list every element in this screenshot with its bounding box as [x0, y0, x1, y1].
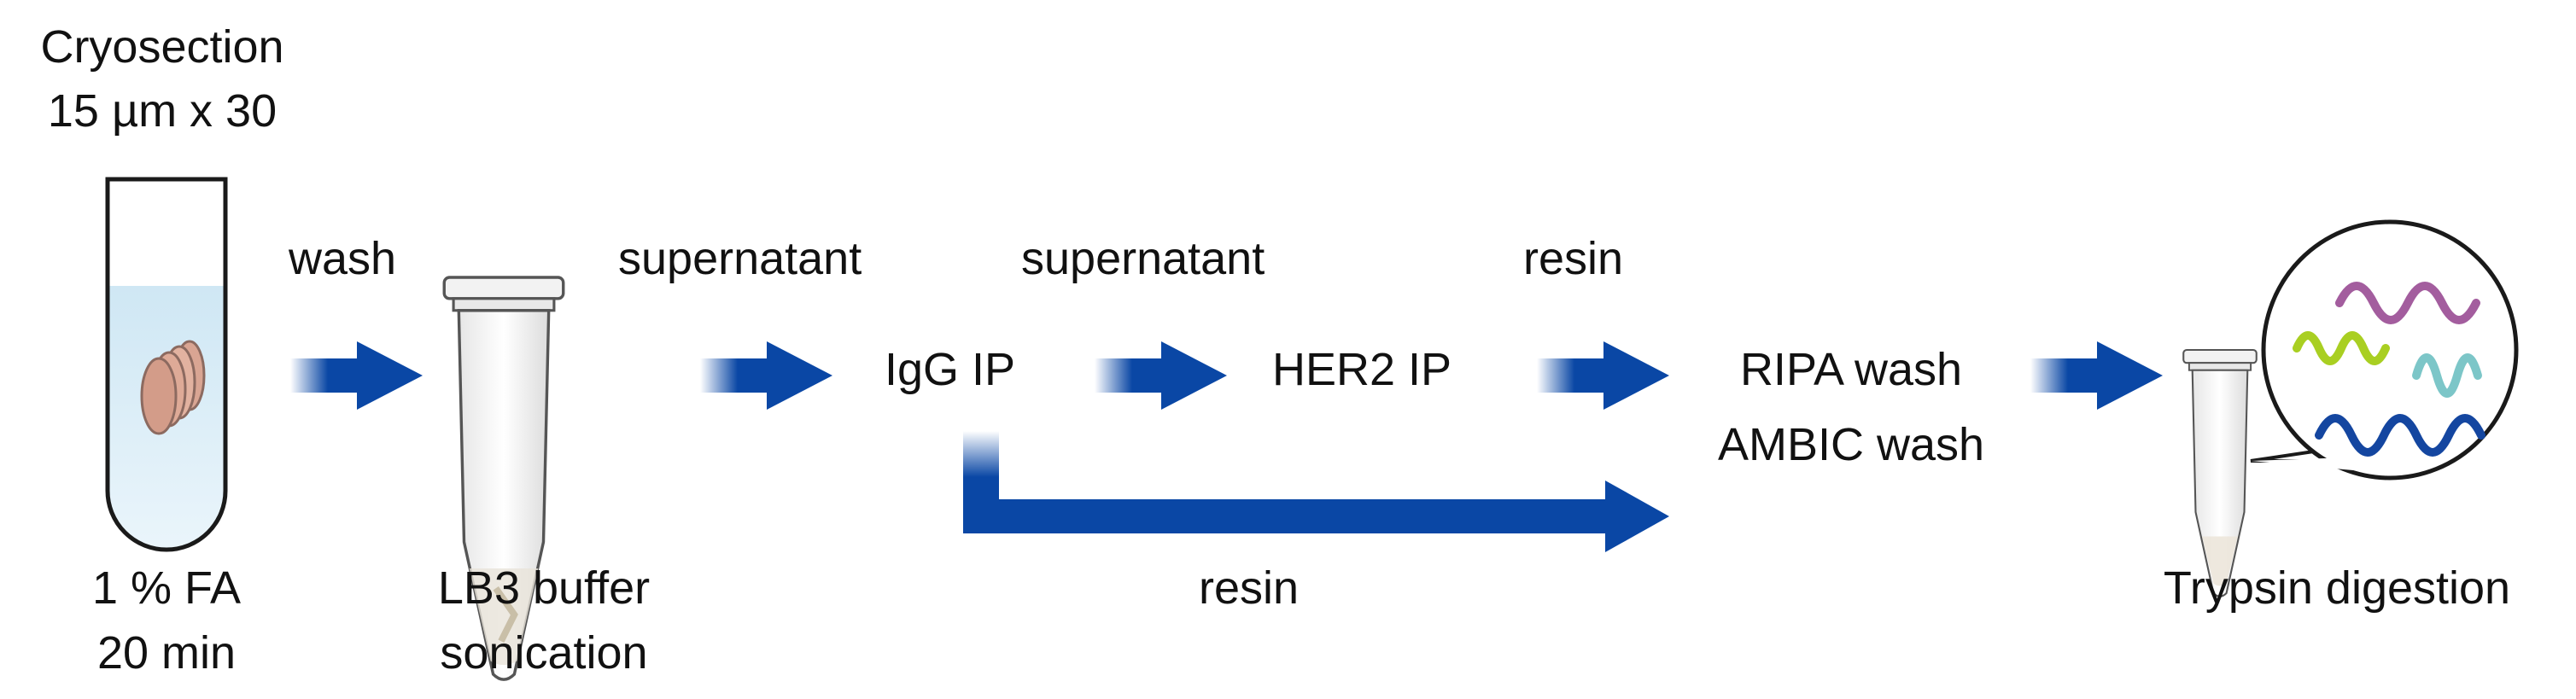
fixation-label-line1: 1 % FA: [91, 562, 242, 614]
peptide-blue-icon: [2315, 414, 2485, 457]
resin-bypass-arrow: [963, 431, 1669, 552]
supernatant-arrow-2: [1095, 341, 1227, 410]
supernatant-arrow-1: [700, 341, 832, 410]
supernatant-label-1: supernatant: [618, 233, 862, 284]
resin-arrow-top: [1537, 341, 1669, 410]
digestion-label: Trypsin digestion: [2163, 562, 2511, 614]
start-label-line1: Cryosection: [40, 21, 284, 73]
her2-ip-label: HER2 IP: [1272, 344, 1452, 395]
peptide-bubble: [2250, 219, 2519, 481]
microtube-icon: [442, 276, 565, 681]
digestion-tube-icon: [2182, 348, 2258, 597]
ripa-wash-label: RIPA wash: [1739, 344, 1963, 395]
lysis-label-line1: LB3 buffer: [437, 562, 651, 614]
fixation-label-line2: 20 min: [96, 627, 237, 679]
peptide-purple-icon: [2335, 282, 2480, 324]
resin-label-top: resin: [1523, 233, 1624, 284]
test-tube-icon: [105, 177, 228, 552]
wash-arrow: [290, 341, 423, 410]
supernatant-label-2: supernatant: [1021, 233, 1265, 284]
ambic-wash-label: AMBIC wash: [1717, 419, 1985, 470]
igg-ip-label: IgG IP: [885, 344, 1016, 395]
tissue-sections-icon: [140, 340, 206, 435]
start-label-line2: 15 µm x 30: [47, 85, 277, 137]
digestion-arrow: [2030, 341, 2163, 410]
resin-label-bottom: resin: [1199, 562, 1300, 614]
peptide-green-icon: [2293, 331, 2390, 365]
peptide-teal-icon: [2412, 353, 2482, 398]
wash-label: wash: [289, 233, 397, 284]
lysis-label-line2: sonication: [440, 627, 648, 679]
